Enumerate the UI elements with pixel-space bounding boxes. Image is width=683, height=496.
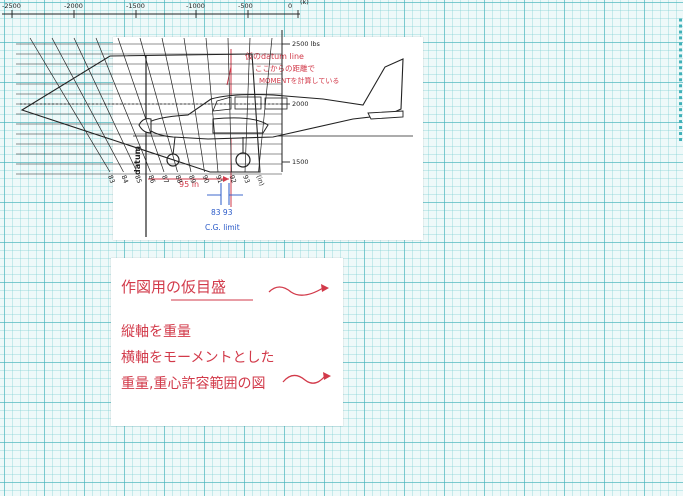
aircraft-diagram-card: 仮のdatum line ここからの距離で MOMENTを計算している datu… <box>113 37 423 240</box>
annotation-text-2: ここからの距離で <box>255 63 315 73</box>
annotation-text-3: MOMENTを計算している <box>259 76 339 85</box>
cg-line-label: 93 <box>241 174 251 185</box>
x-tick-label: -500 <box>238 2 253 10</box>
arrow-squiggle-1 <box>268 286 324 296</box>
datum-label: datum <box>133 146 142 175</box>
y-tick-label: 2500 lbs <box>292 40 321 48</box>
cg-values: 83 93 <box>211 208 233 217</box>
cg-diagonal-line <box>244 37 251 173</box>
note-card: 作図用の仮目盛 縦軸を重量 横軸をモーメントとした 重量,重心許容範囲の図 <box>111 258 343 426</box>
cg-line-label: (in) <box>255 174 266 187</box>
cg-diagonal-line <box>117 37 165 173</box>
note-title: 作図用の仮目盛 <box>121 278 226 296</box>
note-line-1: 縦軸を重量 <box>121 324 191 340</box>
y-tick-label: 1500 <box>292 158 309 166</box>
cg-diagonal-line <box>51 37 124 173</box>
note-svg: 作図用の仮目盛 縦軸を重量 横軸をモーメントとした 重量,重心許容範囲の図 <box>121 278 331 392</box>
x-tick-label: 0 <box>288 2 292 10</box>
annotation-text-1: 仮のdatum line <box>245 51 304 61</box>
cg-diagonal-line <box>73 37 138 173</box>
y-tick-label: 2000 <box>292 100 309 108</box>
cg-diagonal-line <box>95 37 151 173</box>
cg-line-label: 92 <box>228 174 238 185</box>
cg-line-label: 89 <box>187 174 197 185</box>
x-unit-label: (k) <box>300 0 309 6</box>
cg-line-label: 85 <box>133 174 143 185</box>
note-line-2: 横軸をモーメントとした <box>121 350 274 366</box>
cg-line-label: 84 <box>120 174 130 185</box>
x-tick-label: -2500 <box>2 2 21 10</box>
sheet-margin-text: ▪ ▪ ▪ ▪ ▪ ▪ ▪ ▪ ▪ ▪ ▪ ▪ ▪ ▪ ▪ ▪ ▪ ▪ ▪ ▪ … <box>669 8 683 308</box>
cg-diagonal-line <box>205 37 219 173</box>
cg-line-label: 91 <box>214 174 224 185</box>
aircraft-diagram: 仮のdatum line ここからの距離で MOMENTを計算している datu… <box>133 49 413 237</box>
cg-line-label: 90 <box>201 174 211 185</box>
x-tick-label: -2000 <box>64 2 83 10</box>
x-tick-label: -1500 <box>126 2 145 10</box>
svg-text:▪ ▪ ▪ ▪ ▪ ▪ ▪ ▪ ▪ ▪ ▪ ▪ ▪ ▪ ▪: ▪ ▪ ▪ ▪ ▪ ▪ ▪ ▪ ▪ ▪ ▪ ▪ ▪ ▪ ▪ ▪ ▪ ▪ ▪ ▪ … <box>677 18 683 142</box>
x-tick-label: -1000 <box>186 2 205 10</box>
cg-diagonal-line <box>161 37 192 173</box>
cg-limit-label: C.G. limit <box>205 223 240 232</box>
cg-diagonal-line <box>227 37 232 173</box>
arm-label: 95 in <box>179 180 199 189</box>
cg-diagonal-line <box>139 37 178 173</box>
cg-line-label: 88 <box>174 174 184 185</box>
cg-diagonal-line <box>183 37 205 173</box>
note-line-3: 重量,重心許容範囲の図 <box>121 375 265 392</box>
cg-line-label: 86 <box>147 174 157 185</box>
cg-diagonal-line <box>258 37 273 173</box>
arrow-squiggle-2 <box>282 374 326 384</box>
cg-diagonal-line <box>29 37 111 173</box>
cg-line-label: 83 <box>106 174 116 185</box>
cg-line-label: 87 <box>160 174 170 185</box>
cg-envelope <box>20 53 261 173</box>
